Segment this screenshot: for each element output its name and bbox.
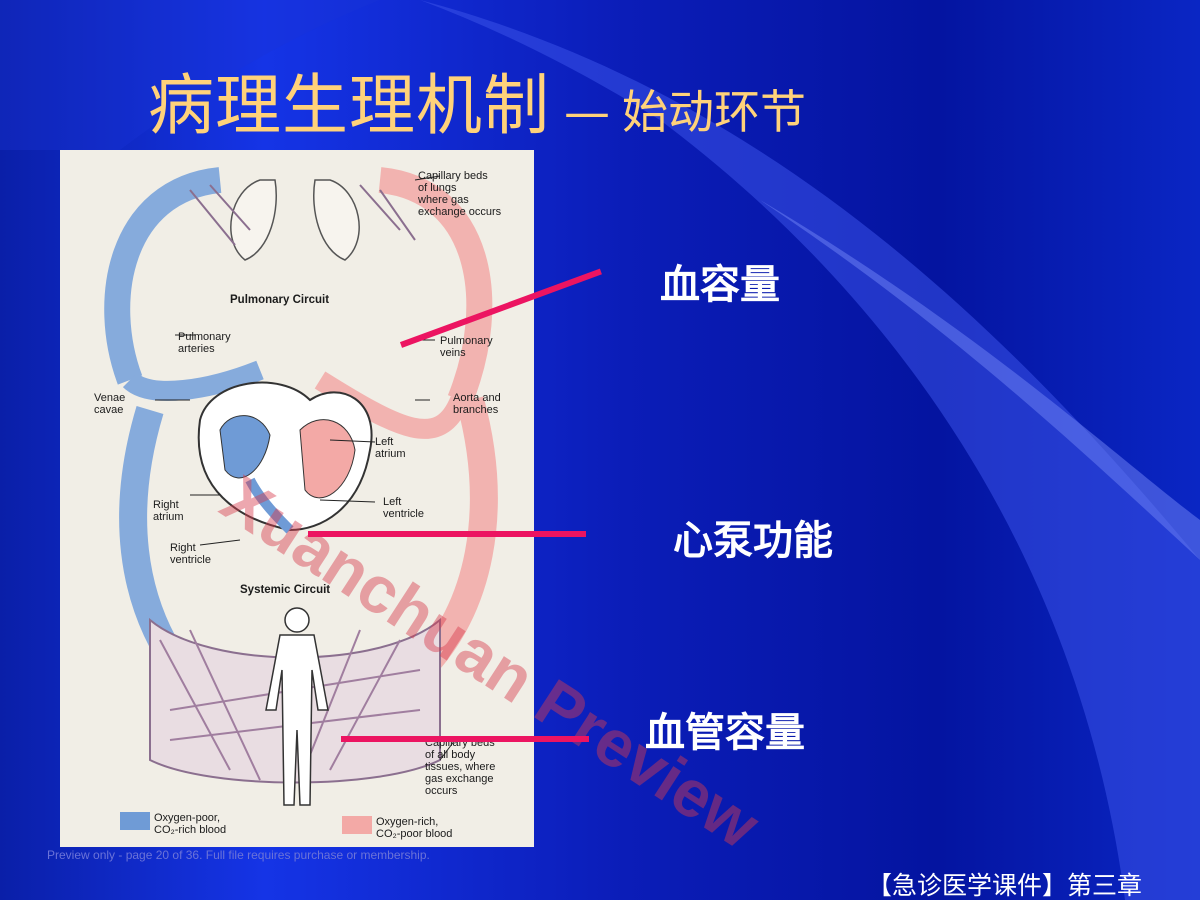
- factor-vascular-capacity: 血管容量: [645, 710, 805, 756]
- label-right-atrium: Right atrium: [153, 499, 184, 523]
- circulation-diagram: Capillary beds of lungs where gas exchan…: [60, 150, 534, 847]
- label-pulmonary-veins: Pulmonary veins: [440, 335, 493, 359]
- label-left-ventricle: Left ventricle: [383, 496, 424, 520]
- circulation-artwork: [104, 167, 498, 834]
- label-left-atrium: Left atrium: [375, 436, 406, 460]
- footer-chapter: 【急诊医学课件】第三章: [866, 871, 1142, 900]
- legend-oxygen-poor: Oxygen-poor, CO₂-rich blood: [154, 812, 227, 836]
- title-dash: —: [564, 85, 610, 139]
- pointer-line-vascular-capacity: [341, 736, 589, 742]
- factor-blood-volume: 血容量: [660, 262, 780, 308]
- label-capillary-lungs: Capillary beds of lungs where gas exchan…: [418, 170, 502, 218]
- slide-title: 病理生理机制 —始动环节: [148, 52, 806, 148]
- title-subtitle: 始动环节: [622, 85, 806, 139]
- label-venae-cavae: Venae cavae: [94, 392, 126, 416]
- label-pulmonary-circuit: Pulmonary Circuit: [230, 294, 330, 306]
- legend-oxygen-rich: Oxygen-rich, CO₂-poor blood: [376, 816, 453, 840]
- title-main: 病理生理机制: [148, 67, 550, 144]
- label-systemic-circuit: Systemic Circuit: [240, 584, 331, 596]
- label-pulmonary-arteries: Pulmonary arteries: [178, 331, 231, 355]
- pointer-line-heart-pump: [308, 531, 586, 537]
- label-aorta: Aorta and branches: [453, 392, 501, 416]
- label-capillary-body: Capillary beds of all body tissues, wher…: [425, 737, 496, 797]
- label-right-ventricle: Right ventricle: [170, 542, 211, 566]
- preview-notice: Preview only - page 20 of 36. Full file …: [47, 848, 430, 862]
- factor-heart-pump: 心泵功能: [673, 518, 833, 564]
